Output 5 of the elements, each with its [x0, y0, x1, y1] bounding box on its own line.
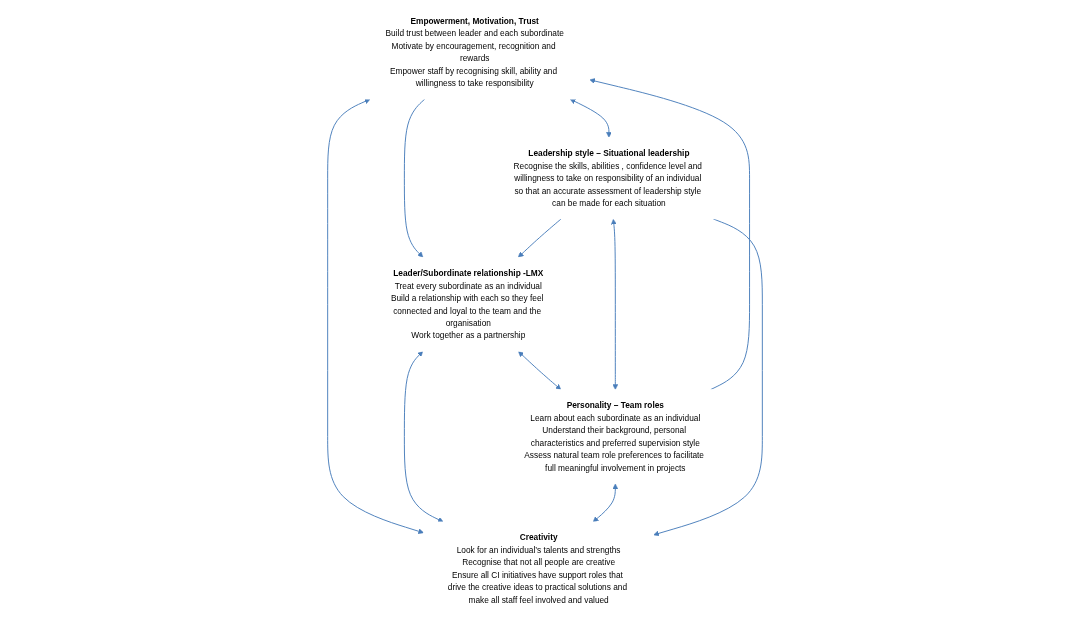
- node-text: Creativity Look for an individual’s talents and strengths Recognise that not all people are creative Ensure all CI initiatives have support roles that drive the creative ideas to practical solutions and make all staff feel involved and valued: [447, 532, 628, 605]
- node-text: Leader/Subordinate relationship -LMX Treat every subordinate as an individual Build a relationship with each so they feel connected and loyal to the team and the organisation Work together as a partnership: [390, 268, 544, 341]
- node-text: Personality – Team roles Learn about each subordinate as an individual Understand their background, personal characteristics and preferred supervision style Assess natural team role preferences to facilitate full meaningful involvement in projects: [524, 400, 704, 473]
- node-text: Empowerment, Motivation, Trust Build trust between leader and each subordinate Motivate by encouragement, recognition and rewards Empower staff by recognising skill, ability and willingness to take responsibility: [385, 15, 564, 88]
- node-text: Leadership style – Situational leadership Recognise the skills, abilities , confidence level and willingness to take on responsibility of an individual so that an accurate assessment of leadership style can be made for each situation: [513, 148, 702, 208]
